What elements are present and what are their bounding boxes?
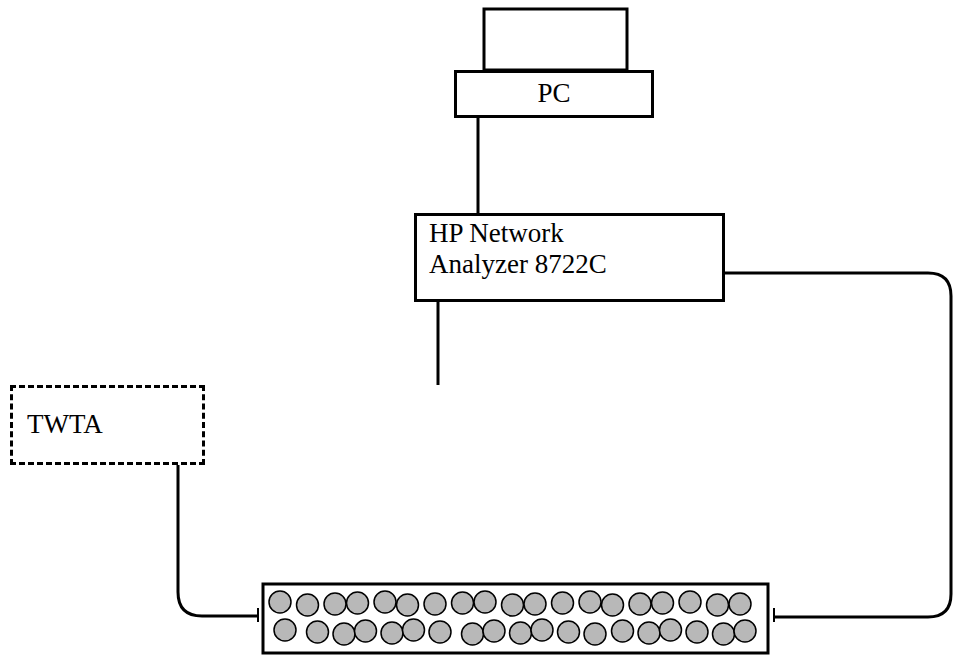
particle bbox=[474, 591, 496, 613]
cable bbox=[477, 118, 480, 213]
particle bbox=[452, 592, 474, 614]
cable bbox=[725, 273, 951, 617]
particle bbox=[729, 593, 751, 615]
particle bbox=[552, 592, 574, 614]
particle bbox=[502, 594, 524, 616]
particle bbox=[381, 622, 403, 644]
particle bbox=[584, 623, 606, 645]
node-label: HP Network Analyzer 8722C bbox=[429, 218, 629, 280]
particle bbox=[374, 591, 396, 613]
particle bbox=[602, 594, 624, 616]
particle bbox=[531, 619, 553, 641]
particle bbox=[429, 621, 451, 643]
cable bbox=[178, 465, 258, 616]
particle bbox=[558, 621, 580, 643]
particle bbox=[629, 593, 651, 615]
particle bbox=[686, 621, 708, 643]
particle bbox=[734, 620, 756, 642]
sample-holder bbox=[263, 584, 768, 653]
node-label: PC bbox=[467, 78, 641, 109]
particle bbox=[579, 591, 601, 613]
particle bbox=[297, 594, 319, 616]
particle bbox=[679, 591, 701, 613]
node-label: TWTA bbox=[27, 409, 188, 440]
particle bbox=[347, 592, 369, 614]
sample-particles bbox=[269, 591, 756, 645]
particle bbox=[660, 619, 682, 641]
particle bbox=[424, 593, 446, 615]
particle bbox=[397, 594, 419, 616]
computer-box: PC bbox=[454, 70, 654, 118]
connector-flange bbox=[257, 608, 259, 622]
particle bbox=[652, 592, 674, 614]
particle bbox=[524, 593, 546, 615]
particle bbox=[612, 620, 634, 642]
particle bbox=[713, 623, 735, 645]
particle bbox=[462, 623, 484, 645]
particle bbox=[324, 593, 346, 615]
particle bbox=[638, 622, 660, 644]
particle bbox=[274, 619, 296, 641]
particle bbox=[355, 620, 377, 642]
cable bbox=[437, 302, 440, 385]
particle bbox=[403, 619, 425, 641]
particle bbox=[707, 594, 729, 616]
particle bbox=[269, 591, 291, 613]
particle bbox=[510, 622, 532, 644]
particle bbox=[333, 623, 355, 645]
particle bbox=[307, 621, 329, 643]
monitor-screen bbox=[484, 9, 627, 70]
particle bbox=[483, 620, 505, 642]
amplifier-box: TWTA bbox=[10, 385, 205, 465]
instrument-box: HP Network Analyzer 8722C bbox=[414, 213, 725, 302]
connector-flange bbox=[773, 608, 775, 622]
